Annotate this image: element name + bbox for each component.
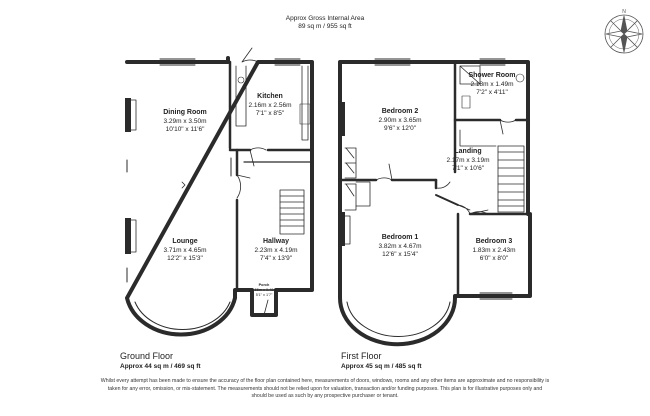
kitchen-name: Kitchen — [257, 93, 283, 100]
bedroom2-window — [374, 58, 411, 66]
first-floor-stairs — [497, 145, 525, 213]
lounge-fireplace — [125, 218, 131, 254]
lounge-name: Lounge — [172, 238, 198, 245]
ground-floor-stairs — [279, 189, 305, 235]
kitchen-hob — [299, 103, 311, 125]
disclaimer-text: Whilst every attempt has been made to en… — [100, 378, 550, 400]
compass-north-label: N — [622, 9, 626, 15]
kitchen-back-door — [241, 47, 259, 63]
area-total: 89 sq m / 955 sq ft — [298, 23, 352, 30]
hallway-dim-ft: 7'4" x 13'9" — [259, 255, 293, 262]
dining-window — [159, 58, 196, 66]
kitchen-sink — [237, 76, 245, 84]
first-floor-outer-wall — [338, 60, 532, 347]
shower-door — [499, 119, 517, 135]
radiators — [126, 157, 232, 283]
porch-dim-m: 1.55m x 0.48m — [251, 288, 277, 292]
bedroom1-hearth — [344, 215, 351, 245]
bedroom3-name: Bedroom 3 — [475, 238, 513, 245]
hallway-dim-m: 2.23m x 4.19m — [254, 247, 298, 254]
ground-floor-plan — [125, 47, 314, 337]
kitchen-door — [249, 147, 267, 167]
shower-tray — [459, 65, 481, 85]
first-floor-area: Approx 45 sq m / 485 sq ft — [341, 363, 422, 370]
landing-cupboard — [355, 181, 371, 207]
bedroom3-door — [469, 209, 489, 215]
kitchen-worktop — [235, 65, 309, 141]
landing-wall — [434, 166, 457, 190]
first-floor-title: First Floor — [341, 351, 382, 361]
fireplace-hearth — [130, 99, 137, 253]
landing-door — [435, 181, 451, 189]
shower-room-name: Shower Room — [468, 72, 516, 79]
ground-floor-title: Ground Floor — [120, 351, 174, 361]
bedroom3-wall — [456, 212, 530, 298]
wardrobe-bedroom2 — [344, 147, 357, 179]
porch-door — [251, 299, 277, 317]
first-floor-bay-window — [346, 301, 451, 337]
landing-bottom-wall — [435, 194, 459, 206]
landing-dim-m: 2.17m x 3.19m — [446, 157, 490, 164]
porch-name: Porch — [258, 283, 270, 287]
lounge-dim-m: 3.71m x 4.65m — [163, 247, 207, 254]
landing-name: Landing — [454, 148, 482, 155]
dining-room-dim-m: 3.29m x 3.50m — [163, 118, 207, 125]
bedroom1-fireplace — [339, 212, 345, 246]
hallway-name: Hallway — [262, 238, 290, 245]
kitchen-window — [274, 58, 301, 66]
bedroom1-door — [457, 204, 471, 215]
kitchen-dim-m: 2.16m x 2.56m — [248, 102, 292, 109]
bedroom1-name: Bedroom 1 — [381, 234, 419, 241]
shower-window — [479, 58, 506, 66]
compass-icon — [604, 14, 644, 54]
bedroom3-dim-ft: 6'0" x 8'0" — [479, 255, 509, 262]
area-heading: Approx Gross Internal Area — [285, 15, 365, 22]
bedroom3-window — [479, 292, 513, 300]
bedroom3-dim-m: 1.83m x 2.43m — [472, 247, 516, 254]
porch-dim-ft: 5'1" x 1'7" — [255, 293, 273, 297]
bedroom2-name: Bedroom 2 — [381, 108, 419, 115]
shower-room-dim-m: 2.18m x 1.49m — [470, 81, 514, 88]
shower-basin — [461, 95, 471, 109]
bedroom1-dim-m: 3.82m x 4.67m — [378, 243, 422, 250]
shower-room-dim-ft: 7'2" x 4'11" — [476, 89, 508, 96]
dining-room-dim-ft: 10'10" x 11'6" — [165, 126, 205, 133]
dining-room-name: Dining Room — [163, 109, 207, 116]
kitchen-dim-ft: 7'1" x 8'5" — [255, 110, 285, 117]
bedroom2-dim-m: 2.90m x 3.65m — [378, 117, 422, 124]
bedroom2-dim-ft: 9'6" x 12'0" — [383, 125, 417, 132]
ground-floor-area: Approx 44 sq m / 469 sq ft — [120, 363, 201, 370]
landing-dim-ft: 7'1" x 10'6" — [451, 165, 485, 172]
bedroom2-door — [375, 163, 393, 181]
bedroom1-dim-ft: 12'6" x 15'4" — [382, 251, 418, 258]
lounge-door — [236, 174, 251, 199]
first-floor-plan — [338, 58, 532, 347]
landing-rail — [459, 129, 497, 147]
dining-fireplace — [125, 98, 131, 132]
lounge-dim-ft: 12'2" x 15'3" — [167, 255, 203, 262]
wardrobe-bedroom1 — [344, 183, 357, 211]
lounge-light-point — [181, 181, 186, 189]
bay-window — [134, 301, 231, 331]
bedroom2-fireplace — [339, 102, 345, 136]
shower-toilet — [515, 73, 525, 83]
